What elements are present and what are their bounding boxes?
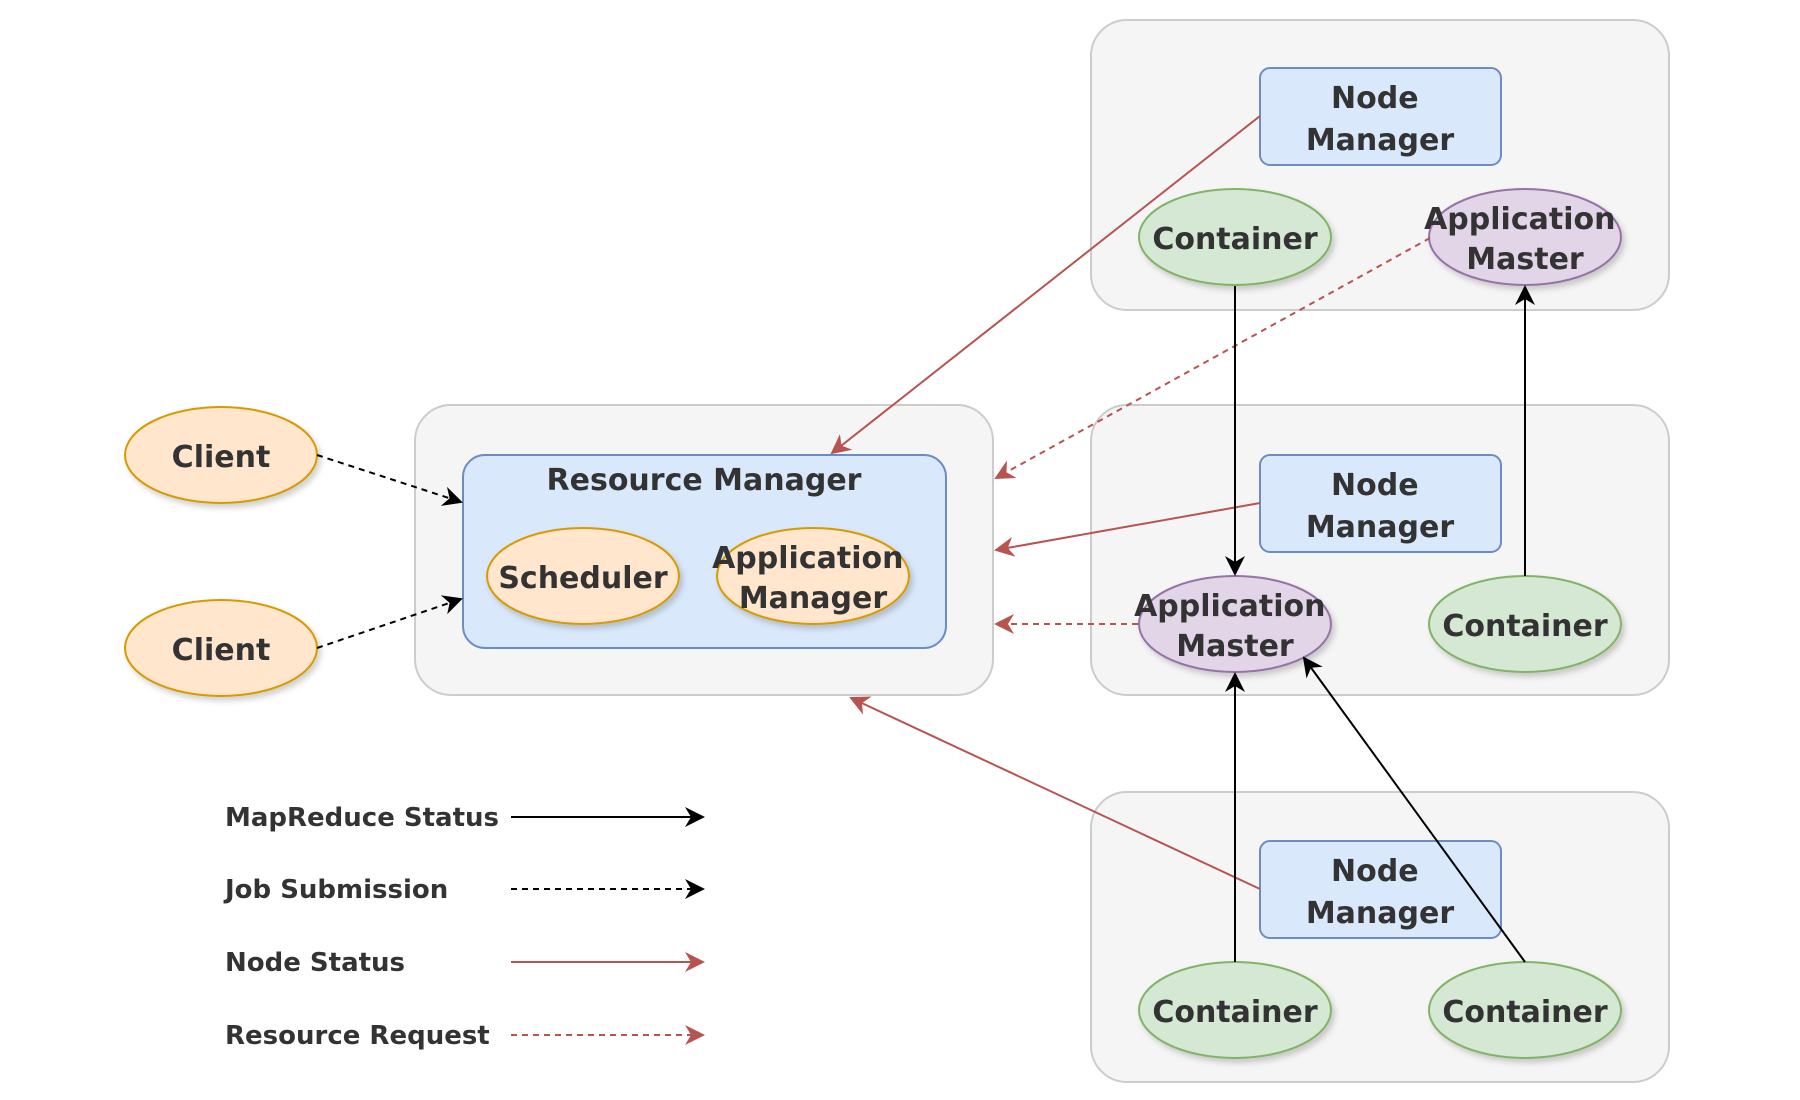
legend: MapReduce Status Job Submission Node Sta… xyxy=(223,803,705,1051)
edge-client-bottom-to-rm xyxy=(316,595,463,649)
node-manager-top-line2: Manager xyxy=(1306,123,1455,158)
application-manager-line1: Application xyxy=(712,541,903,576)
node-manager-label-middle: Node Manager xyxy=(1306,468,1455,545)
application-master-middle-line1: Application xyxy=(1134,589,1325,624)
node-manager-middle-line2: Manager xyxy=(1306,510,1455,545)
container-label-bottom-left: Container xyxy=(1152,995,1318,1030)
scheduler-node xyxy=(486,527,680,625)
application-master-top-line1: Application xyxy=(1424,202,1615,237)
node-manager-label-bottom: Node Manager xyxy=(1306,854,1455,931)
legend-label-job-submission: Job Submission xyxy=(223,875,448,905)
node-manager-bottom-line2: Manager xyxy=(1306,896,1455,931)
client-label-bottom: Client xyxy=(172,633,271,668)
edge-nm-middle-to-rm xyxy=(994,502,1261,557)
application-manager-label: Application Manager xyxy=(712,541,914,616)
container-label-middle: Container xyxy=(1442,609,1608,644)
legend-label-mapreduce-status: MapReduce Status xyxy=(225,803,499,833)
edge-client-top-to-rm xyxy=(316,454,463,506)
scheduler-label: Scheduler xyxy=(498,561,668,596)
node-manager-box-bottom xyxy=(1259,840,1502,939)
container-label-bottom-right: Container xyxy=(1442,995,1608,1030)
node-manager-bottom-line1: Node xyxy=(1331,854,1419,889)
application-master-label-middle: Application Master xyxy=(1134,589,1336,664)
application-master-middle-line2: Master xyxy=(1176,629,1294,664)
container-node-top xyxy=(1138,188,1332,286)
application-master-top-line2: Master xyxy=(1466,242,1584,277)
application-manager-node xyxy=(716,527,910,625)
node-manager-middle-line1: Node xyxy=(1331,468,1419,503)
node-manager-label-top: Node Manager xyxy=(1306,81,1455,158)
legend-label-resource-request: Resource Request xyxy=(225,1021,490,1051)
legend-label-node-status: Node Status xyxy=(225,948,405,978)
application-manager-line2: Manager xyxy=(739,581,888,616)
application-master-label-top: Application Master xyxy=(1424,202,1626,277)
node-manager-top-line1: Node xyxy=(1331,81,1419,116)
container-label-top: Container xyxy=(1152,222,1318,257)
edge-container-bottom-right-to-am-middle xyxy=(1302,656,1526,963)
client-label-top: Client xyxy=(172,440,271,475)
resource-manager-title: Resource Manager xyxy=(547,463,862,498)
edge-nm-bottom-to-rm xyxy=(849,696,1261,890)
edge-nm-top-to-rm xyxy=(830,115,1261,455)
edge-am-top-to-rm xyxy=(994,237,1431,479)
